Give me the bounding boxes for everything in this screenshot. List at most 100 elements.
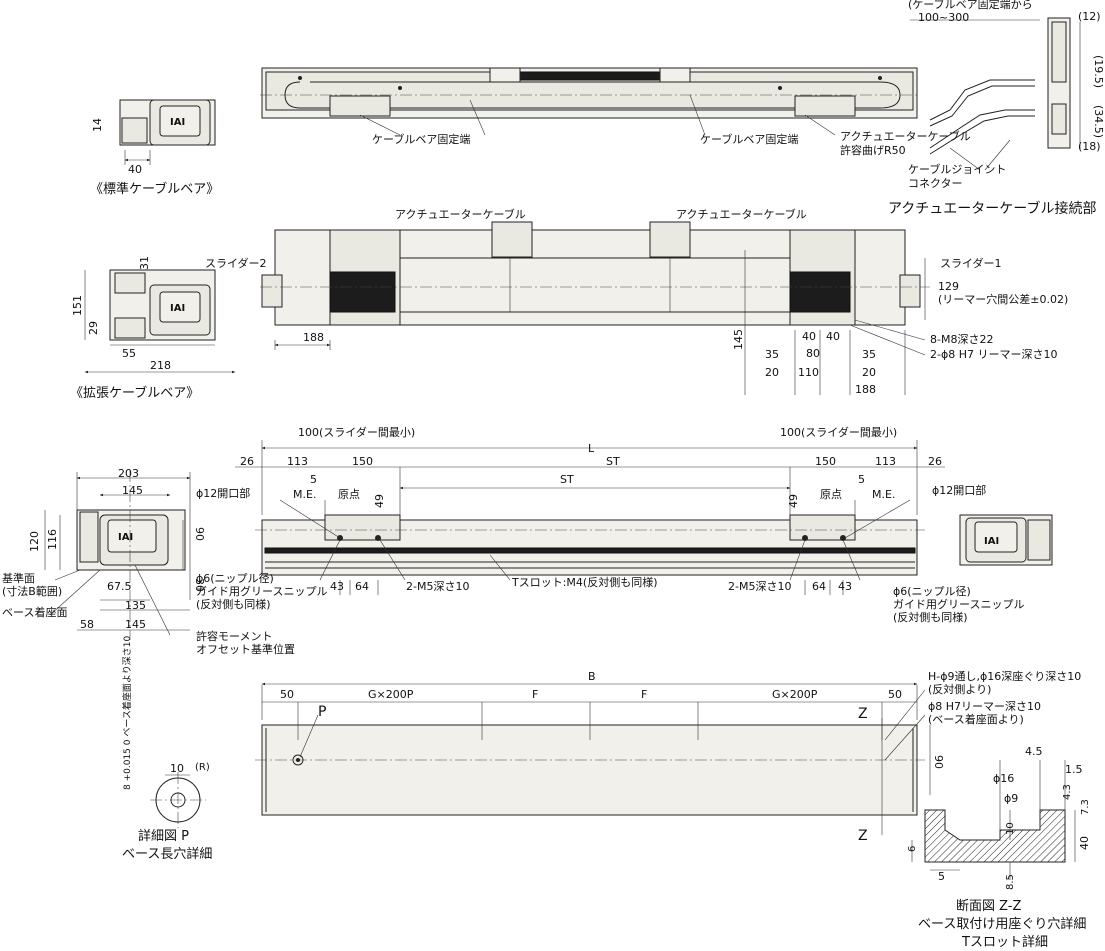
front-dim-64a: 64 bbox=[355, 580, 369, 593]
slider1-label: スライダー1 bbox=[940, 256, 1002, 270]
mid-dim-188: 188 bbox=[303, 331, 324, 344]
cable-joint-label: ケーブルジョイント bbox=[908, 162, 1006, 176]
side-dim-116: 116 bbox=[46, 529, 59, 550]
dim-B: B bbox=[588, 670, 596, 683]
hole-right: ϕ12開口部 bbox=[932, 483, 986, 497]
zz-dim-10: 10 bbox=[1005, 822, 1016, 835]
side-dim-145-bottom: 145 bbox=[125, 618, 146, 631]
h49-left: 49 bbox=[373, 494, 386, 508]
iai-logo-end: IAI bbox=[984, 536, 999, 547]
dim-34-5: (34.5) bbox=[1092, 105, 1105, 138]
five-left: 5 bbox=[310, 473, 317, 486]
hole-left: ϕ12開口部 bbox=[196, 486, 250, 500]
origin-right: 原点 bbox=[820, 488, 842, 501]
cable-connection-title: アクチュエーターケーブル接続部 bbox=[888, 200, 1096, 217]
front-dim-43a: 43 bbox=[330, 580, 344, 593]
mid-dim-110: 110 bbox=[798, 366, 819, 379]
base-surface: ベース着座面 bbox=[2, 605, 67, 619]
label-Z-bottom: Z bbox=[858, 828, 868, 844]
detail-p-dim: 8 +0.015 0 ベース着座面より深さ10 bbox=[121, 636, 133, 790]
cable-bear-fixed-end-left: ケーブルベア固定端 bbox=[372, 132, 470, 146]
slider-gap-right: 100(スライダー間最小) bbox=[780, 425, 897, 439]
front-dim-113a: 113 bbox=[287, 455, 308, 468]
range-100-300: 100~300 bbox=[918, 11, 969, 24]
mid-dim-35a: 35 bbox=[765, 348, 779, 361]
reamer-label: 2-ϕ8 H7 リーマー深さ10 bbox=[930, 348, 1057, 361]
section-zz-view bbox=[911, 760, 1076, 880]
zz-dim-8-5: 8.5 bbox=[1005, 874, 1016, 890]
me-right: M.E. bbox=[872, 488, 895, 501]
zz-dim-4-3: 4.3 bbox=[1062, 784, 1073, 800]
zz-dim-7-3: 7.3 bbox=[1080, 799, 1091, 815]
mid-dim-145: 145 bbox=[732, 329, 745, 350]
note2b: (ベース着座面より) bbox=[928, 712, 1024, 726]
iai-logo: IAI bbox=[170, 117, 185, 128]
m5-left: 2-M5深さ10 bbox=[406, 580, 469, 593]
top-view bbox=[260, 67, 920, 136]
detail-p-caption1: 詳細図 P bbox=[138, 828, 189, 844]
extended-bear-view: IAI bbox=[84, 269, 236, 374]
nipple-2-right: ガイド用グリースニップル bbox=[893, 597, 1024, 611]
zz-dim-1-5: 1.5 bbox=[1065, 763, 1083, 776]
standard-bear-view: IAI bbox=[119, 99, 216, 165]
h49-right: 49 bbox=[787, 494, 800, 508]
side-view bbox=[44, 470, 191, 640]
base-dim-50a: 50 bbox=[280, 688, 294, 701]
base-dim-F-b: F bbox=[641, 688, 647, 701]
standard-bear-caption: 《標準ケーブルベア》 bbox=[90, 181, 219, 197]
front-dim-26a: 26 bbox=[240, 455, 254, 468]
nipple-3-left: (反対側も同様) bbox=[196, 597, 271, 611]
front-dim-64b: 64 bbox=[812, 580, 826, 593]
dim-12: (12) bbox=[1078, 10, 1101, 23]
side-dim-67-5: 67.5 bbox=[107, 580, 132, 593]
front-right-end-view bbox=[959, 514, 1053, 566]
zz-dim-phi16: ϕ16 bbox=[993, 772, 1014, 785]
connector-label: コネクター bbox=[908, 177, 963, 190]
detail-p-view bbox=[150, 772, 206, 828]
nipple-3-right: (反対側も同様) bbox=[893, 610, 968, 624]
side-dim-58: 58 bbox=[80, 618, 94, 631]
dim-L: L bbox=[588, 442, 595, 455]
dim-18: (18) bbox=[1078, 140, 1101, 153]
me-left: M.E. bbox=[293, 488, 316, 501]
middle-view bbox=[260, 221, 930, 395]
moment-1: 許容モーメント bbox=[196, 629, 273, 643]
from-fixed-end: (ケーブルベア固定端から bbox=[908, 0, 1033, 11]
base-dim-g200p-b: G×200P bbox=[772, 688, 818, 701]
zz-dim-40: 40 bbox=[1078, 836, 1091, 850]
iai-logo-ext: IAI bbox=[170, 303, 185, 314]
m5-right: 2-M5深さ10 bbox=[728, 580, 791, 593]
side-dim-120: 120 bbox=[28, 531, 41, 552]
zz-dim-6: 6 bbox=[907, 846, 918, 852]
reamer-tol: (リーマー穴間公差±0.02) bbox=[938, 292, 1068, 306]
note1b: (反対側より) bbox=[928, 682, 991, 696]
side-dim-90: 90 bbox=[193, 527, 206, 541]
side-dim-135: 135 bbox=[125, 599, 146, 612]
ext-dim-218: 218 bbox=[150, 359, 171, 372]
moment-2: オフセット基準位置 bbox=[196, 642, 295, 656]
base-dim-g200p-a: G×200P bbox=[368, 688, 414, 701]
front-dim-150a: 150 bbox=[352, 455, 373, 468]
detail-p-width: 10 bbox=[170, 762, 184, 775]
mid-dim-40b: 40 bbox=[826, 330, 840, 343]
base-dim-F-a: F bbox=[532, 688, 538, 701]
slider-gap-left: 100(スライダー間最小) bbox=[298, 425, 415, 439]
std-dim-14: 14 bbox=[91, 118, 104, 132]
front-dim-150b: 150 bbox=[815, 455, 836, 468]
nipple-2-left: ガイド用グリースニップル bbox=[196, 584, 327, 598]
cable-bear-fixed-end-right: ケーブルベア固定端 bbox=[700, 132, 798, 146]
side-dim-30: 30 bbox=[193, 578, 206, 592]
ref-range: (寸法B範囲) bbox=[2, 584, 62, 598]
mid-dim-35b: 35 bbox=[862, 348, 876, 361]
actuator-cable-right: アクチュエーターケーブル bbox=[676, 207, 807, 221]
side-dim-145-top: 145 bbox=[122, 484, 143, 497]
actuator-cable-label: アクチュエーターケーブル bbox=[840, 129, 971, 143]
actuator-cable-left: アクチュエーターケーブル bbox=[395, 207, 526, 221]
ref-surface: 基準面 bbox=[2, 571, 35, 585]
zz-dim-4-5: 4.5 bbox=[1025, 745, 1043, 758]
ext-dim-55: 55 bbox=[122, 347, 136, 360]
detail-p-caption2: ベース長穴詳細 bbox=[122, 846, 212, 862]
front-dim-26b: 26 bbox=[928, 455, 942, 468]
front-dim-43b: 43 bbox=[838, 580, 852, 593]
